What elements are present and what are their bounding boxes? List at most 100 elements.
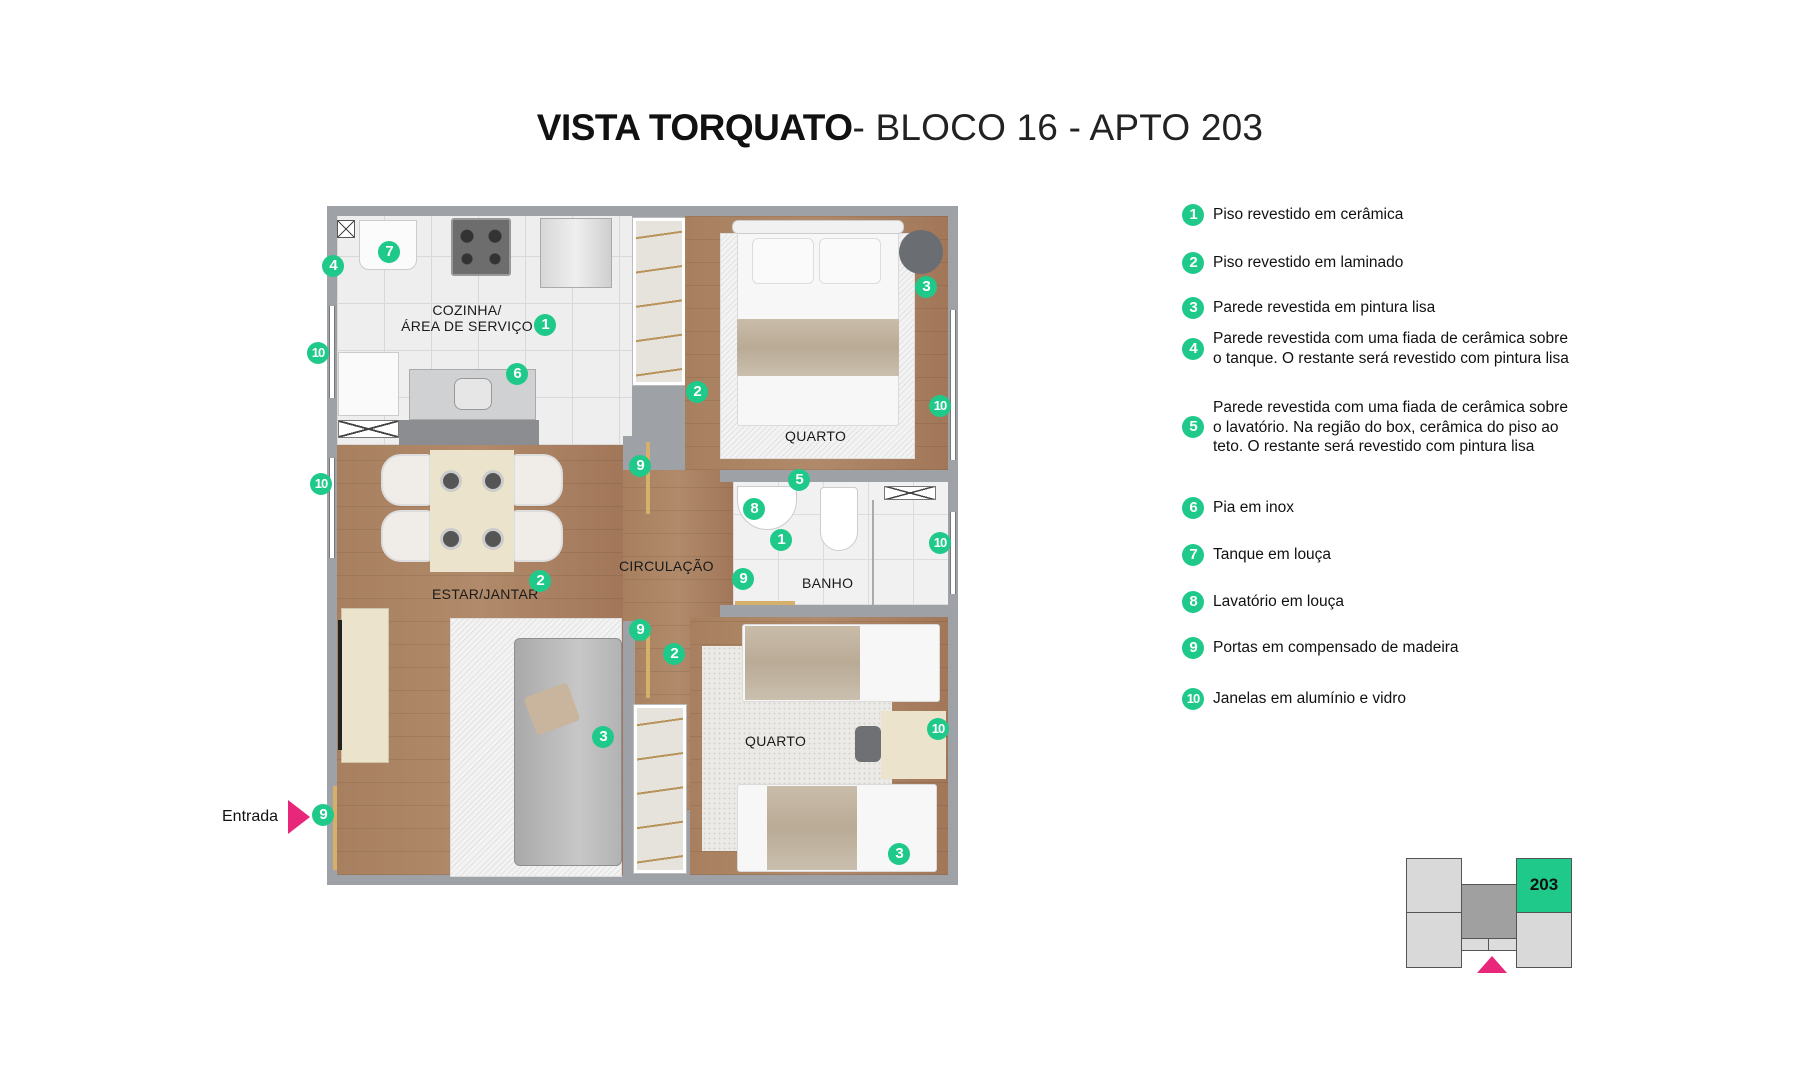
bed-blanket xyxy=(767,786,857,870)
room-label-circulation: CIRCULAÇÃO xyxy=(619,558,714,574)
legend-badge: 4 xyxy=(1182,337,1204,360)
unit-cell xyxy=(1406,858,1462,913)
legend-text: Pia em inox xyxy=(1213,499,1294,517)
highlighted-unit: 203 xyxy=(1516,858,1572,913)
legend-text: Tanque em louça xyxy=(1213,546,1332,564)
legend-text: Piso revestido em cerâmica xyxy=(1213,206,1404,224)
room-label-kitchen-line2: ÁREA DE SERVIÇO xyxy=(401,318,533,334)
plan-marker: 2 xyxy=(529,570,551,592)
title-unit-info: - BLOCO 16 - APTO 203 xyxy=(852,107,1264,148)
plan-marker: 10 xyxy=(929,532,951,554)
desk-chair xyxy=(855,726,881,762)
shaft-x-3 xyxy=(884,486,936,500)
plan-marker: 6 xyxy=(506,363,528,385)
room-label-bath: BANHO xyxy=(802,575,854,591)
legend-badge: 2 xyxy=(1182,252,1204,274)
fridge xyxy=(540,218,612,288)
wardrobe-bedroom2 xyxy=(634,705,686,873)
dining-chair xyxy=(513,510,563,562)
nightstand xyxy=(899,230,943,274)
headboard xyxy=(732,220,904,234)
plan-marker: 9 xyxy=(732,568,754,590)
shaft-x xyxy=(337,220,355,238)
plan-marker: 8 xyxy=(743,498,765,520)
legend-item: 2 Piso revestido em laminado xyxy=(1182,252,1573,274)
plan-marker: 4 xyxy=(322,255,344,277)
dining-table xyxy=(430,450,514,572)
stove xyxy=(451,218,511,276)
entrance-label: Entrada xyxy=(222,808,279,825)
legend-badge: 7 xyxy=(1182,544,1204,566)
wall-bath xyxy=(720,470,948,482)
legend-text: Parede revestida com uma fiada de cerâmi… xyxy=(1213,330,1569,367)
hall-cell xyxy=(1488,938,1517,951)
plan-marker: 9 xyxy=(629,455,651,477)
legend-item: 9 Portas em compensado de madeira xyxy=(1182,637,1573,659)
plan-marker: 2 xyxy=(686,381,708,403)
plan-marker: 5 xyxy=(788,469,810,491)
legend-badge: 3 xyxy=(1182,297,1204,319)
plan-marker: 1 xyxy=(534,314,556,336)
legend-badge: 8 xyxy=(1182,591,1204,613)
door-bath xyxy=(735,601,795,605)
entrance-arrow-icon xyxy=(288,800,310,834)
you-are-here-arrow-icon xyxy=(1477,956,1507,973)
room-label-living: ESTAR/JANTAR xyxy=(432,586,539,602)
legend-badge: 6 xyxy=(1182,497,1204,519)
door-entrance xyxy=(333,786,337,870)
legend-item: 8 Lavatório em louça xyxy=(1182,591,1573,613)
legend-item: 4 Parede revestida com uma fiada de cerâ… xyxy=(1182,329,1573,368)
legend-text: Portas em compensado de madeira xyxy=(1213,639,1459,657)
washing-machine xyxy=(338,352,399,416)
window xyxy=(329,458,335,558)
legend-badge: 5 xyxy=(1182,416,1204,439)
legend-item: 3 Parede revestida em pintura lisa xyxy=(1182,297,1573,319)
room-label-kitchen: COZINHA/ ÁREA DE SERVIÇO xyxy=(400,302,534,334)
plan-marker: 9 xyxy=(312,804,334,826)
unit-cell xyxy=(1406,912,1462,968)
plan-marker: 3 xyxy=(888,843,910,865)
plan-marker: 3 xyxy=(592,726,614,748)
legend-badge: 10 xyxy=(1182,688,1204,710)
tv xyxy=(338,620,342,750)
unit-cell xyxy=(1516,912,1572,968)
window xyxy=(329,306,335,398)
plan-marker: 3 xyxy=(915,276,937,298)
legend-text: Lavatório em louça xyxy=(1213,593,1344,611)
legend-item: 7 Tanque em louça xyxy=(1182,544,1573,566)
plan-marker: 1 xyxy=(770,529,792,551)
door xyxy=(646,624,650,698)
plan-marker: 10 xyxy=(310,473,332,495)
plan-marker: 9 xyxy=(629,619,651,641)
block-key-map: 203 xyxy=(1406,858,1572,970)
toilet xyxy=(820,487,858,551)
dining-chair xyxy=(381,454,431,506)
wall-segment xyxy=(623,621,635,885)
legend-text: Parede revestida com uma fiada de cerâmi… xyxy=(1213,399,1568,455)
plan-marker: 2 xyxy=(663,643,685,665)
title-project-name: VISTA TORQUATO xyxy=(536,107,853,148)
wardrobe-bedroom1 xyxy=(633,218,685,385)
bed-throw xyxy=(737,319,899,376)
legend-text: Piso revestido em laminado xyxy=(1213,254,1404,272)
wall-bath-bottom xyxy=(720,605,948,617)
dining-chair xyxy=(513,454,563,506)
page-title: VISTA TORQUATO- BLOCO 16 - APTO 203 xyxy=(0,106,1800,150)
pillow xyxy=(752,238,814,284)
stair-core xyxy=(1461,884,1517,939)
plan-marker: 10 xyxy=(929,395,951,417)
shaft-x-2 xyxy=(338,420,399,438)
door xyxy=(646,442,650,514)
wall-shower xyxy=(872,500,874,605)
pillow xyxy=(819,238,881,284)
legend-text: Janelas em alumínio e vidro xyxy=(1213,690,1406,708)
window xyxy=(950,512,956,594)
tv-rack xyxy=(341,608,389,763)
room-label-kitchen-line1: COZINHA/ xyxy=(432,302,502,318)
legend-item: 10 Janelas em alumínio e vidro xyxy=(1182,688,1573,710)
legend-item: 1 Piso revestido em cerâmica xyxy=(1182,204,1573,226)
plan-marker: 10 xyxy=(927,718,949,740)
sofa xyxy=(514,638,622,866)
room-label-bedroom-2: QUARTO xyxy=(745,733,807,749)
plan-marker: 10 xyxy=(307,342,329,364)
